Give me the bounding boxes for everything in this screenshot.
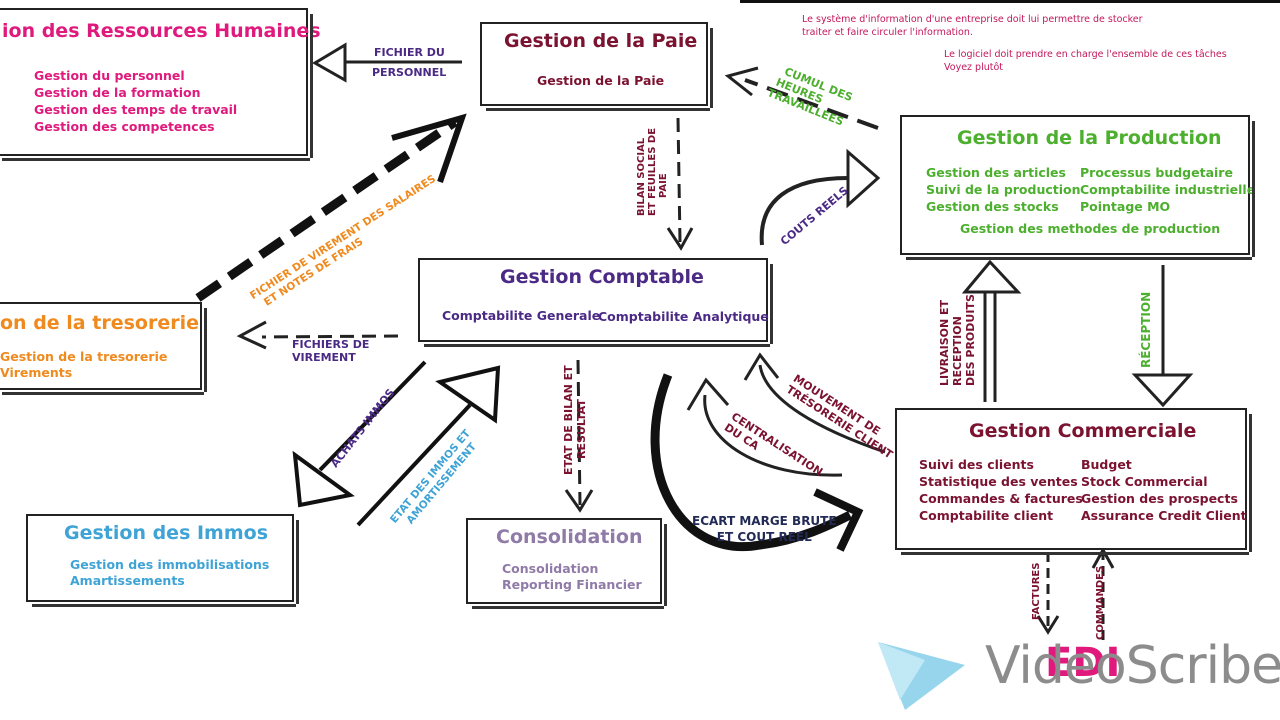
box-title: Gestion de la Production xyxy=(957,127,1222,149)
box-title: Gestion Commerciale xyxy=(969,420,1197,442)
note-line: traiter et faire circuler l'information. xyxy=(802,27,973,38)
arrow-comptable-to-tresorerie xyxy=(236,320,399,350)
label-reception: RÉCEPTION xyxy=(1139,291,1153,368)
production-item: Suivi de la production xyxy=(926,182,1081,197)
comptable-item: Comptabilite Generale xyxy=(442,308,601,323)
box-title: Gestion des Immos xyxy=(64,522,269,544)
arrow-immos-to-comptable xyxy=(356,365,501,527)
rh-item: Gestion des competences xyxy=(34,119,215,134)
note-line: Le logiciel doit prendre en charge l'ens… xyxy=(944,49,1227,60)
commerciale-item: Suivi des clients xyxy=(919,457,1034,472)
label-line: RECEPTION xyxy=(951,316,964,386)
commerciale-item: Assurance Credit Client xyxy=(1081,508,1247,523)
production-item: Comptabilite industrielle xyxy=(1080,182,1256,197)
label-ecart-marge: ECART MARGE BRUTE ET COUT REEL xyxy=(692,513,837,545)
label-line: LIVRAISON ET xyxy=(938,299,951,386)
arrow-comptable-to-consolidation xyxy=(564,359,594,513)
production-item: Gestion des articles xyxy=(926,165,1066,180)
production-item: Gestion des stocks xyxy=(926,199,1059,214)
tresorerie-item: Gestion de la tresorerie xyxy=(0,349,168,364)
top-rule xyxy=(740,0,1280,3)
label-line: FICHIERS DE xyxy=(292,338,370,351)
arrow-paie-to-comptable xyxy=(666,117,694,251)
box-gestion-tresorerie: on de la tresorerie Gestion de la tresor… xyxy=(0,302,207,395)
box-title: on de la tresorerie xyxy=(0,312,199,334)
label-line: PAIE xyxy=(658,173,669,198)
arrow-comptable-to-immos xyxy=(292,360,427,508)
consolidation-item: Consolidation xyxy=(502,561,599,576)
arrow-production-to-paie xyxy=(724,66,879,130)
immos-item: Amartissements xyxy=(70,573,185,588)
label-line: ETAT DE BILAN ET xyxy=(562,365,575,475)
arrow-mouvement-tresorerie xyxy=(743,352,886,454)
production-item: Pointage MO xyxy=(1080,199,1171,214)
note-line: Voyez plutôt xyxy=(944,62,1003,73)
immos-item: Gestion des immobilisations xyxy=(70,557,270,572)
videoscribe-watermark: VideoScribe xyxy=(985,636,1280,696)
arrow-commandes xyxy=(1091,546,1115,640)
label-line: ET COUT REEL xyxy=(716,530,812,544)
rh-item: Gestion du personnel xyxy=(34,68,185,83)
label-line: VIREMENT xyxy=(292,351,356,364)
label-fichiers-virement: FICHIERS DE VIREMENT xyxy=(292,338,369,364)
commerciale-item: Comptabilite client xyxy=(919,508,1054,523)
label-line: BILAN SOCIAL xyxy=(636,137,647,216)
commerciale-item: Stock Commercial xyxy=(1081,474,1208,489)
consolidation-item: Reporting Financier xyxy=(502,577,642,592)
box-title: Gestion Comptable xyxy=(500,266,704,288)
tresorerie-item: Virements xyxy=(0,365,73,380)
arrow-commerciale-to-production xyxy=(961,259,1022,402)
videoscribe-logo-icon xyxy=(878,642,965,710)
arrow-centralisation-ca xyxy=(686,377,843,477)
box-gestion-production: Gestion de la Production Gestion des art… xyxy=(900,115,1255,260)
rh-item: Gestion de la formation xyxy=(34,85,201,100)
comptable-item: Comptabilite Analytique xyxy=(598,309,769,324)
box-gestion-commerciale: Gestion Commerciale Suivi des clients St… xyxy=(895,408,1252,555)
rh-item: Gestion des temps de travail xyxy=(34,102,238,117)
label-line: DES PRODUITS xyxy=(964,294,977,386)
label-livraison: LIVRAISON ET RECEPTION DES PRODUITS xyxy=(938,294,977,386)
box-gestion-paie: Gestion de la Paie Gestion de la Paie xyxy=(480,22,713,111)
arrow-paie-to-rh xyxy=(312,42,462,83)
edi-label: EDI xyxy=(1045,640,1121,686)
label-commandes: COMMANDES xyxy=(1095,565,1106,640)
arrow-tresorerie-to-paie xyxy=(195,113,467,302)
box-title: ion des Ressources Humaines xyxy=(2,20,321,42)
label-fichier-personnel: FICHIER DU PERSONNEL xyxy=(372,46,446,79)
production-item: Gestion des methodes de production xyxy=(960,221,1221,236)
box-gestion-immos: Gestion des Immos Gestion des immobilisa… xyxy=(26,514,299,607)
label-bilan-social: BILAN SOCIAL ET FEUILLES DE PAIE xyxy=(636,128,669,216)
box-ressources-humaines: ion des Ressources Humaines Gestion du p… xyxy=(0,8,321,161)
label-line: PERSONNEL xyxy=(372,66,447,79)
commerciale-item: Statistique des ventes xyxy=(919,474,1078,489)
commerciale-item: Commandes & factures xyxy=(919,491,1083,506)
label-etat-bilan: ETAT DE BILAN ET RESULTAT xyxy=(562,365,588,475)
arrow-comptable-to-production xyxy=(759,148,881,246)
commerciale-item: Budget xyxy=(1081,457,1132,472)
arrow-ecart-marge xyxy=(650,373,864,552)
commerciale-item: Gestion des prospects xyxy=(1081,491,1238,506)
production-item: Processus budgetaire xyxy=(1080,165,1233,180)
box-gestion-comptable: Gestion Comptable Comptabilite Generale … xyxy=(418,258,773,347)
label-line: RESULTAT xyxy=(575,399,588,459)
label-factures: FACTURES xyxy=(1031,562,1042,620)
box-consolidation: Consolidation Consolidation Reporting Fi… xyxy=(466,518,667,609)
arrow-factures xyxy=(1036,552,1060,635)
label-line: FICHIER DU xyxy=(374,46,445,59)
arrow-production-to-commerciale xyxy=(1131,265,1194,408)
label-line: ECART MARGE BRUTE xyxy=(692,514,837,528)
box-title: Consolidation xyxy=(496,526,643,548)
label-line: ET FEUILLES DE xyxy=(647,127,658,216)
box-title: Gestion de la Paie xyxy=(504,30,698,52)
note-line: Le système d'information d'une entrepris… xyxy=(802,14,1143,25)
paie-item: Gestion de la Paie xyxy=(537,73,665,88)
